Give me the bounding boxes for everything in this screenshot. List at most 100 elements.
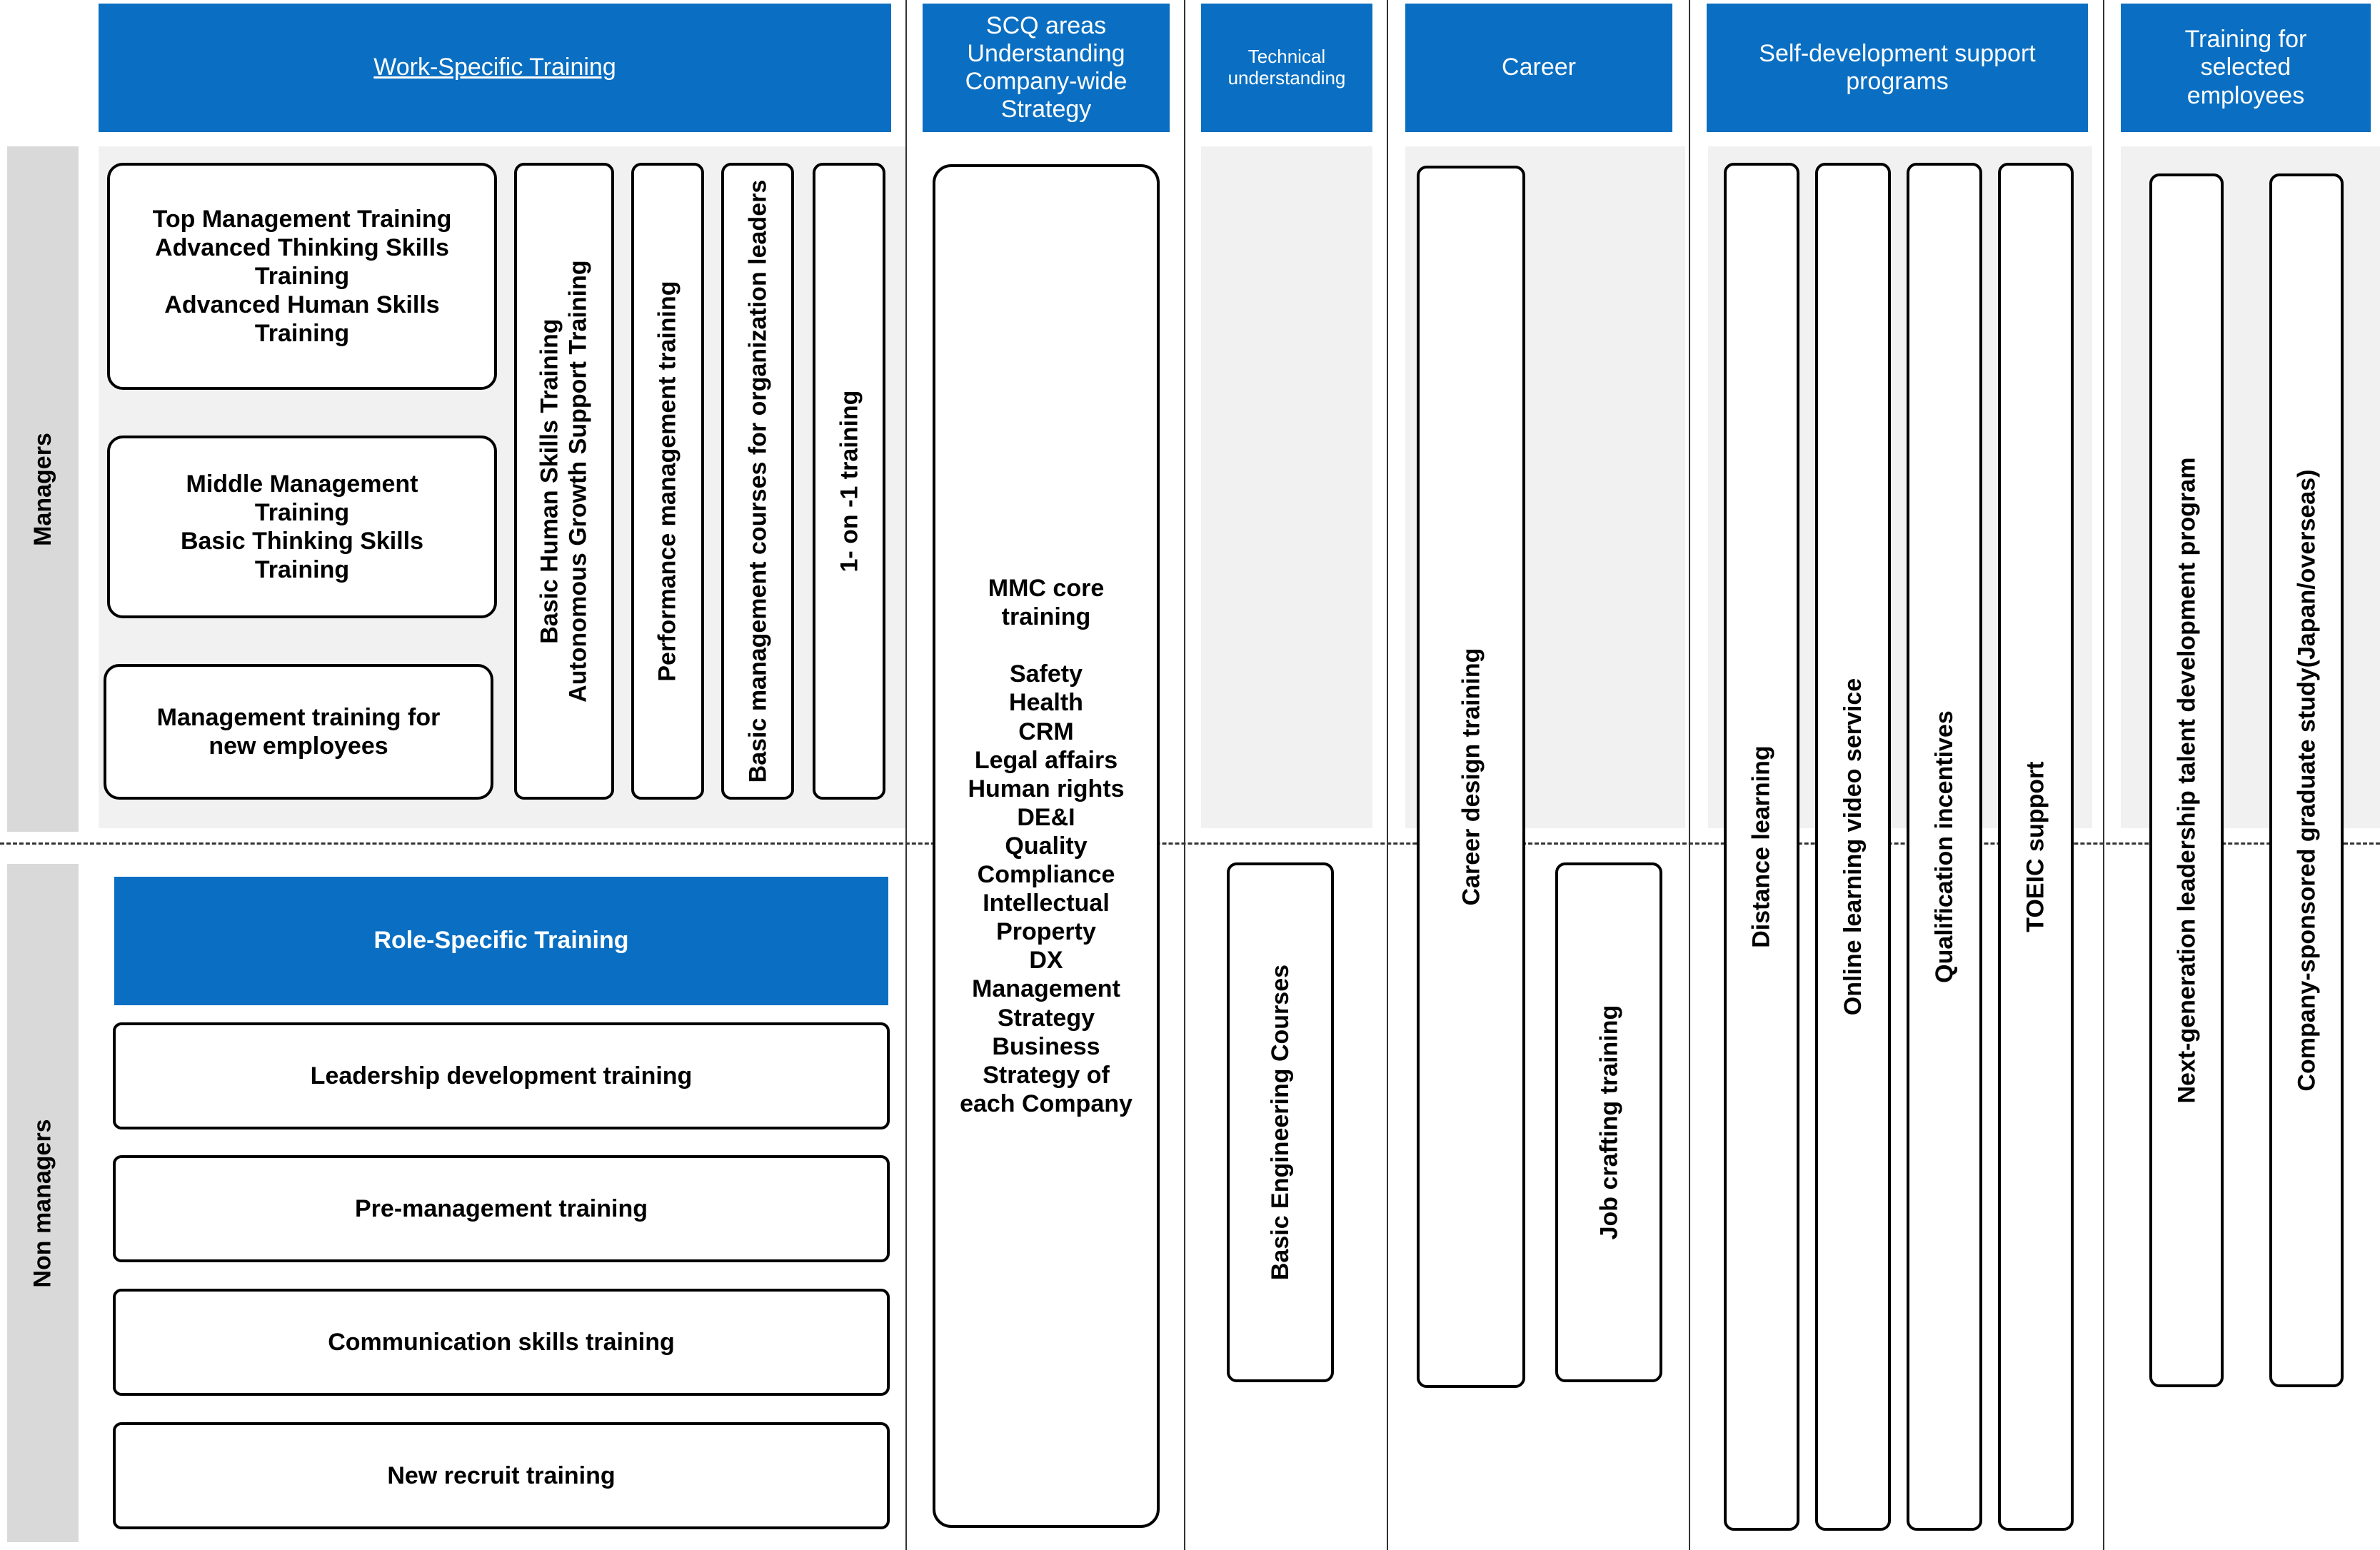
middle-management-training-box: Middle Management Training Basic Thinkin… (107, 436, 497, 618)
scq-title-line: MMC core (988, 574, 1105, 602)
header-career-label: Career (1502, 54, 1576, 81)
next-generation-leadership-box: Next-generation leadership talent develo… (2149, 173, 2224, 1387)
box-line: Basic Human Skills Training (536, 318, 563, 644)
role-item-label: New recruit training (387, 1461, 616, 1489)
scq-title-line: training (1001, 603, 1091, 631)
self-dev-item-text: TOEIC support (2022, 761, 2049, 932)
scq-item: Health (1009, 689, 1083, 717)
box-line: Training (254, 498, 350, 526)
company-sponsored-graduate-study-box: Company-sponsored graduate study(Japan/o… (2269, 173, 2344, 1387)
scq-spacer (1043, 631, 1049, 660)
box-line: Middle Management (186, 470, 418, 498)
scq-item: Safety (1009, 660, 1083, 688)
top-management-training-box: Top Management Training Advanced Thinkin… (107, 163, 497, 390)
header-career: Career (1405, 4, 1672, 132)
scq-item: Strategy of (983, 1061, 1110, 1089)
role-item-label: Communication skills training (328, 1328, 675, 1356)
scq-item: Business (992, 1032, 1100, 1060)
box-line: Advanced Human Skills (164, 291, 440, 319)
header-scq-line: Understanding (967, 39, 1125, 67)
role-item-label: Pre-management training (355, 1194, 648, 1222)
scq-item: Property (996, 918, 1096, 946)
header-scq-line: Company-wide (965, 68, 1128, 95)
scq-item: Management (972, 975, 1120, 1003)
header-selected-employees: Training for selected employees (2121, 4, 2371, 132)
scq-item: Strategy (997, 1004, 1095, 1032)
scq-item: CRM (1018, 718, 1074, 745)
self-dev-item-text: Online learning video service (1839, 678, 1867, 1016)
pre-management-box: Pre-management training (113, 1155, 890, 1262)
self-dev-item-text: Qualification incentives (1930, 710, 1958, 983)
scq-item: Human rights (968, 775, 1125, 802)
one-on-one-training-box: 1- on -1 training (813, 163, 885, 800)
role-specific-header: Role-Specific Training (114, 877, 888, 1005)
basic-management-courses-box: Basic management courses for organizatio… (721, 163, 794, 800)
header-self-development: Self-development support programs (1707, 4, 2088, 132)
job-crafting-training-text: Job crafting training (1595, 1005, 1622, 1240)
column-separator (2103, 0, 2104, 1550)
header-scq-line: SCQ areas (985, 11, 1107, 39)
header-work-specific[interactable]: Work-Specific Training (99, 4, 891, 132)
header-selected-line: Training for (2184, 26, 2307, 54)
basic-human-skills-box: Basic Human Skills Training Autonomous G… (514, 163, 614, 800)
scq-item: Intellectual (983, 890, 1110, 917)
header-selfdev-line: Self-development support (1759, 39, 2036, 67)
job-crafting-training-box: Job crafting training (1555, 862, 1662, 1382)
box-line: new employees (209, 733, 388, 760)
management-training-new-employees-box: Management training for new employees (104, 664, 493, 800)
scq-item: DE&I (1017, 803, 1075, 831)
header-technical: Technical understanding (1201, 4, 1372, 132)
toeic-support-box: TOEIC support (1998, 163, 2074, 1531)
header-technical-line: understanding (1227, 67, 1346, 89)
leadership-development-box: Leadership development training (113, 1022, 890, 1129)
header-scq: SCQ areas Understanding Company-wide Str… (923, 4, 1170, 132)
performance-management-text: Performance management training (653, 281, 681, 682)
role-specific-header-label: Role-Specific Training (373, 927, 629, 955)
basic-engineering-courses-text: Basic Engineering Courses (1266, 964, 1294, 1281)
communication-skills-box: Communication skills training (113, 1289, 890, 1396)
header-work-specific-label[interactable]: Work-Specific Training (373, 54, 616, 81)
box-line: Training (254, 262, 350, 290)
side-label-non-managers-text: Non managers (29, 1118, 56, 1288)
header-scq-line: Strategy (1000, 96, 1092, 124)
box-line: Training (254, 556, 350, 584)
basic-human-skills-text: Basic Human Skills Training Autonomous G… (536, 260, 593, 703)
one-on-one-training-text: 1- on -1 training (835, 390, 863, 573)
column-separator (905, 0, 907, 1550)
selected-item-text: Next-generation leadership talent develo… (2172, 457, 2200, 1104)
mmc-core-training-box: MMC core training Safety Health CRM Lega… (933, 164, 1160, 1528)
online-learning-video-box: Online learning video service (1815, 163, 1891, 1531)
career-design-training-box: Career design training (1417, 166, 1525, 1388)
header-selfdev-line: programs (1846, 68, 1949, 95)
column-separator (1689, 0, 1690, 1550)
side-label-managers: Managers (7, 146, 79, 832)
career-design-training-text: Career design training (1457, 648, 1485, 906)
basic-management-courses-text: Basic management courses for organizatio… (743, 179, 771, 783)
header-technical-line: Technical (1247, 46, 1326, 68)
header-selected-line: employees (2186, 81, 2305, 109)
box-line: Basic Thinking Skills (180, 528, 424, 555)
box-line: Top Management Training (152, 205, 452, 233)
scq-item: each Company (960, 1089, 1133, 1117)
qualification-incentives-box: Qualification incentives (1907, 163, 1982, 1531)
scq-item: Compliance (977, 861, 1115, 889)
managers-divider (0, 842, 2380, 845)
box-line: Training (254, 320, 350, 348)
side-label-managers-text: Managers (29, 432, 56, 546)
box-line: Advanced Thinking Skills (155, 233, 449, 261)
scq-item: Quality (1005, 832, 1088, 860)
scq-item: DX (1029, 947, 1063, 975)
role-item-label: Leadership development training (310, 1062, 693, 1089)
header-selected-line: selected (2200, 54, 2291, 81)
distance-learning-box: Distance learning (1724, 163, 1799, 1531)
box-line: Management training for (156, 703, 441, 731)
self-dev-item-text: Distance learning (1747, 745, 1775, 948)
managers-band-technical (1201, 146, 1372, 828)
basic-engineering-courses-box: Basic Engineering Courses (1227, 862, 1334, 1382)
column-separator (1184, 0, 1185, 1550)
new-recruit-box: New recruit training (113, 1422, 890, 1529)
column-separator (1387, 0, 1388, 1550)
selected-item-text: Company-sponsored graduate study(Japan/o… (2292, 469, 2320, 1092)
box-line: Autonomous Growth Support Training (565, 260, 592, 703)
side-label-non-managers: Non managers (7, 864, 79, 1542)
